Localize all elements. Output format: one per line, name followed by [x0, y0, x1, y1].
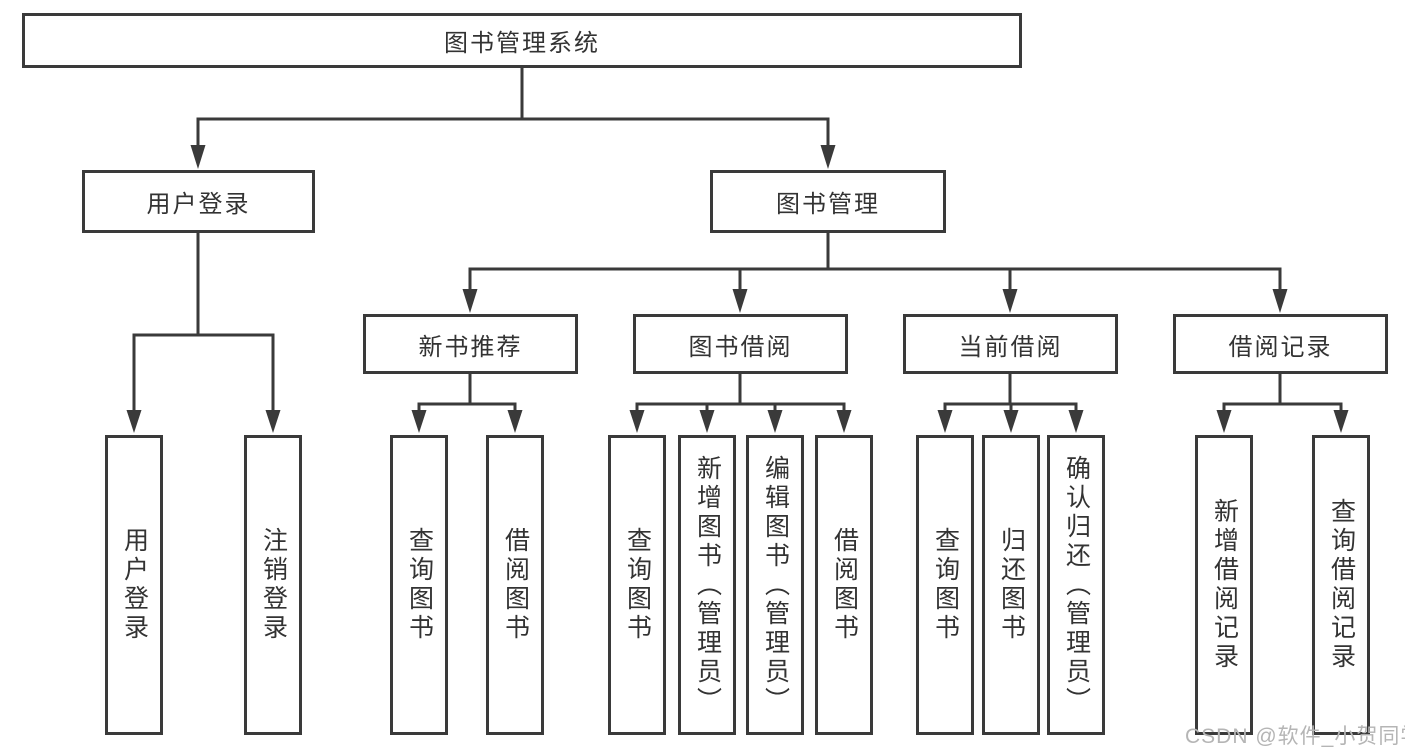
- leaf-edit-book-admin: 编辑图书（管理员）: [746, 435, 804, 735]
- leaf-edit-book-admin-label: 编辑图书（管理员）: [761, 454, 790, 716]
- node-user-login: 用户登录: [82, 170, 315, 233]
- leaf-query-books-borrowing-label: 查询图书: [623, 527, 652, 643]
- leaf-user-login: 用户登录: [105, 435, 163, 735]
- leaf-add-book-admin-label: 新增图书（管理员）: [693, 454, 722, 716]
- leaf-query-books-current: 查询图书: [916, 435, 974, 735]
- leaf-confirm-return-admin: 确认归还（管理员）: [1047, 435, 1105, 735]
- leaf-borrow-books-borrowing-label: 借阅图书: [830, 527, 859, 643]
- node-book-borrowing: 图书借阅: [633, 314, 848, 374]
- leaf-confirm-return-admin-label: 确认归还（管理员）: [1062, 454, 1091, 716]
- leaf-logout-label: 注销登录: [259, 527, 288, 643]
- leaf-return-books-label: 归还图书: [997, 527, 1026, 643]
- leaf-borrow-books-borrowing: 借阅图书: [815, 435, 873, 735]
- leaf-query-books-current-label: 查询图书: [931, 527, 960, 643]
- leaf-query-books-recommend: 查询图书: [390, 435, 448, 735]
- node-new-book-recommend: 新书推荐: [363, 314, 578, 374]
- node-book-management: 图书管理: [710, 170, 946, 233]
- node-current-borrowing: 当前借阅: [903, 314, 1118, 374]
- leaf-add-borrow-record: 新增借阅记录: [1195, 435, 1253, 735]
- leaf-borrow-books-recommend: 借阅图书: [486, 435, 544, 735]
- watermark: CSDN @软件_小贺同学: [1185, 725, 1405, 747]
- leaf-add-book-admin: 新增图书（管理员）: [678, 435, 736, 735]
- leaf-return-books: 归还图书: [982, 435, 1040, 735]
- node-library-system: 图书管理系统: [22, 13, 1022, 68]
- leaf-query-books-recommend-label: 查询图书: [405, 527, 434, 643]
- leaf-query-borrow-record-label: 查询借阅记录: [1327, 498, 1356, 672]
- leaf-add-borrow-record-label: 新增借阅记录: [1210, 498, 1239, 672]
- leaf-borrow-books-recommend-label: 借阅图书: [501, 527, 530, 643]
- leaf-logout: 注销登录: [244, 435, 302, 735]
- leaf-query-borrow-record: 查询借阅记录: [1312, 435, 1370, 735]
- leaf-user-login-label: 用户登录: [120, 527, 149, 643]
- leaf-query-books-borrowing: 查询图书: [608, 435, 666, 735]
- node-borrowing-records: 借阅记录: [1173, 314, 1388, 374]
